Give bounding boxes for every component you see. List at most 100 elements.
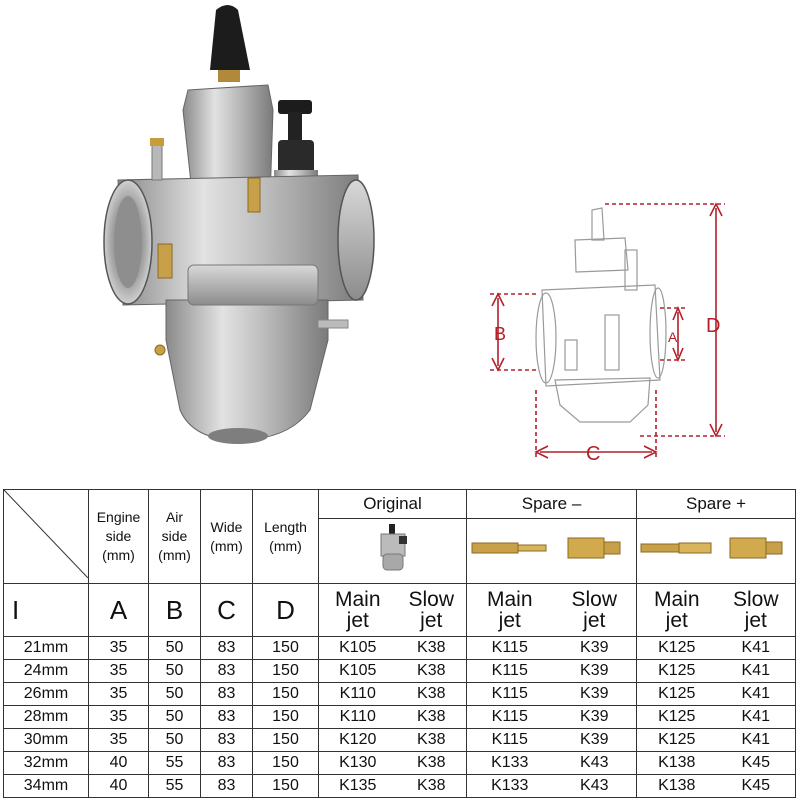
cell-air-side: 50 [148, 682, 201, 706]
original-slow-jet-label: Slow jet [396, 583, 467, 637]
cell-air-side: 50 [148, 659, 201, 683]
jet-label-line: Slow [571, 588, 618, 611]
cell-air-side: 50 [148, 728, 201, 752]
hdr-line: (mm) [210, 537, 243, 554]
cell-spp-main: K125 [636, 636, 717, 660]
cell-spp-slow: K41 [716, 705, 797, 729]
col-header-length: Length (mm) [252, 489, 319, 584]
jet-label-line: Slow [408, 588, 455, 611]
cell-size: 34mm [3, 774, 89, 798]
letter-b: B [148, 583, 201, 637]
cell-length: 150 [252, 751, 319, 775]
cell-spm-main: K115 [466, 682, 553, 706]
hdr-line: Engine [96, 509, 141, 525]
cell-spm-slow: K39 [552, 728, 638, 752]
carburetor-photo [103, 5, 375, 444]
cell-spm-slow: K39 [552, 682, 638, 706]
cell-wide: 83 [200, 751, 253, 775]
cell-orig-main: K105 [318, 659, 397, 683]
cell-spm-main: K133 [466, 774, 553, 798]
spare-minus-main-jet-label: Main jet [466, 583, 553, 637]
col-header-engine-side: Engine side (mm) [88, 489, 149, 584]
cell-length: 150 [252, 705, 319, 729]
cell-orig-main: K110 [318, 682, 397, 706]
cell-spp-slow: K45 [716, 774, 797, 798]
hdr-line: side [161, 528, 188, 544]
hdr-line: side [105, 528, 132, 544]
dim-label-d: D [706, 315, 720, 337]
cell-spp-slow: K45 [716, 751, 797, 775]
cell-wide: 83 [200, 682, 253, 706]
letter-a: A [88, 583, 149, 637]
col-header-wide: Wide (mm) [200, 489, 253, 584]
group-original: Original [318, 489, 467, 519]
jet-label-line: jet [744, 609, 767, 632]
hdr-line: (mm) [102, 547, 135, 563]
spare-minus-slow-jet-img [552, 517, 638, 585]
cell-orig-main: K135 [318, 774, 397, 798]
spare-minus-main-jet-img [466, 517, 553, 585]
cell-spp-main: K125 [636, 682, 717, 706]
cell-orig-main: K130 [318, 751, 397, 775]
jet-label-line: jet [420, 609, 443, 632]
jet-label-line: Main [486, 588, 533, 611]
cell-spm-slow: K39 [552, 636, 638, 660]
cell-orig-main: K110 [318, 705, 397, 729]
cell-wide: 83 [200, 774, 253, 798]
cell-spp-slow: K41 [716, 728, 797, 752]
cell-engine-side: 35 [88, 705, 149, 729]
hdr-line: (mm) [158, 547, 191, 563]
cell-orig-slow: K38 [396, 705, 467, 729]
cell-orig-main: K105 [318, 636, 397, 660]
cell-length: 150 [252, 774, 319, 798]
main-jet-icon [640, 542, 712, 554]
dim-label-a: A [668, 329, 678, 345]
jet-label-line: jet [583, 609, 606, 632]
spare-plus-slow-jet-label: Slow jet [716, 583, 797, 637]
cell-engine-side: 35 [88, 728, 149, 752]
cell-wide: 83 [200, 659, 253, 683]
hdr-line: Length [264, 518, 307, 535]
spare-plus-main-jet-label: Main jet [636, 583, 717, 637]
cell-spm-main: K115 [466, 659, 553, 683]
cell-spp-slow: K41 [716, 636, 797, 660]
cell-air-side: 50 [148, 705, 201, 729]
cell-orig-slow: K38 [396, 728, 467, 752]
slow-jet-icon [729, 537, 783, 559]
carburetor-thumbnail [380, 524, 407, 571]
jet-label-line: jet [665, 609, 688, 632]
spare-minus-slow-jet-label: Slow jet [552, 583, 638, 637]
letter-d: D [252, 583, 319, 637]
cell-air-side: 55 [148, 751, 201, 775]
cell-size: 28mm [3, 705, 89, 729]
cell-spp-main: K138 [636, 751, 717, 775]
corner-cell [3, 489, 89, 584]
jet-label-line: jet [498, 609, 521, 632]
cell-spp-main: K125 [636, 728, 717, 752]
cell-spm-main: K115 [466, 728, 553, 752]
group-spare-plus: Spare + [636, 489, 797, 519]
cell-orig-slow: K38 [396, 636, 467, 660]
dim-label-c: C [586, 443, 600, 465]
cell-orig-slow: K38 [396, 659, 467, 683]
cell-length: 150 [252, 659, 319, 683]
slow-jet-icon [567, 537, 621, 559]
col-header-air-side: Air side (mm) [148, 489, 201, 584]
jet-label-line: Slow [733, 588, 779, 611]
cell-orig-slow: K38 [396, 751, 467, 775]
hdr-line: Air [165, 509, 184, 525]
original-main-jet-label: Main jet [318, 583, 397, 637]
cell-size: 24mm [3, 659, 89, 683]
cell-spp-slow: K41 [716, 659, 797, 683]
cell-length: 150 [252, 682, 319, 706]
cell-length: 150 [252, 728, 319, 752]
letter-c: C [200, 583, 253, 637]
original-carb-thumb-cell [318, 517, 467, 585]
dimension-diagram: D B A C [490, 202, 725, 465]
cell-orig-slow: K38 [396, 774, 467, 798]
